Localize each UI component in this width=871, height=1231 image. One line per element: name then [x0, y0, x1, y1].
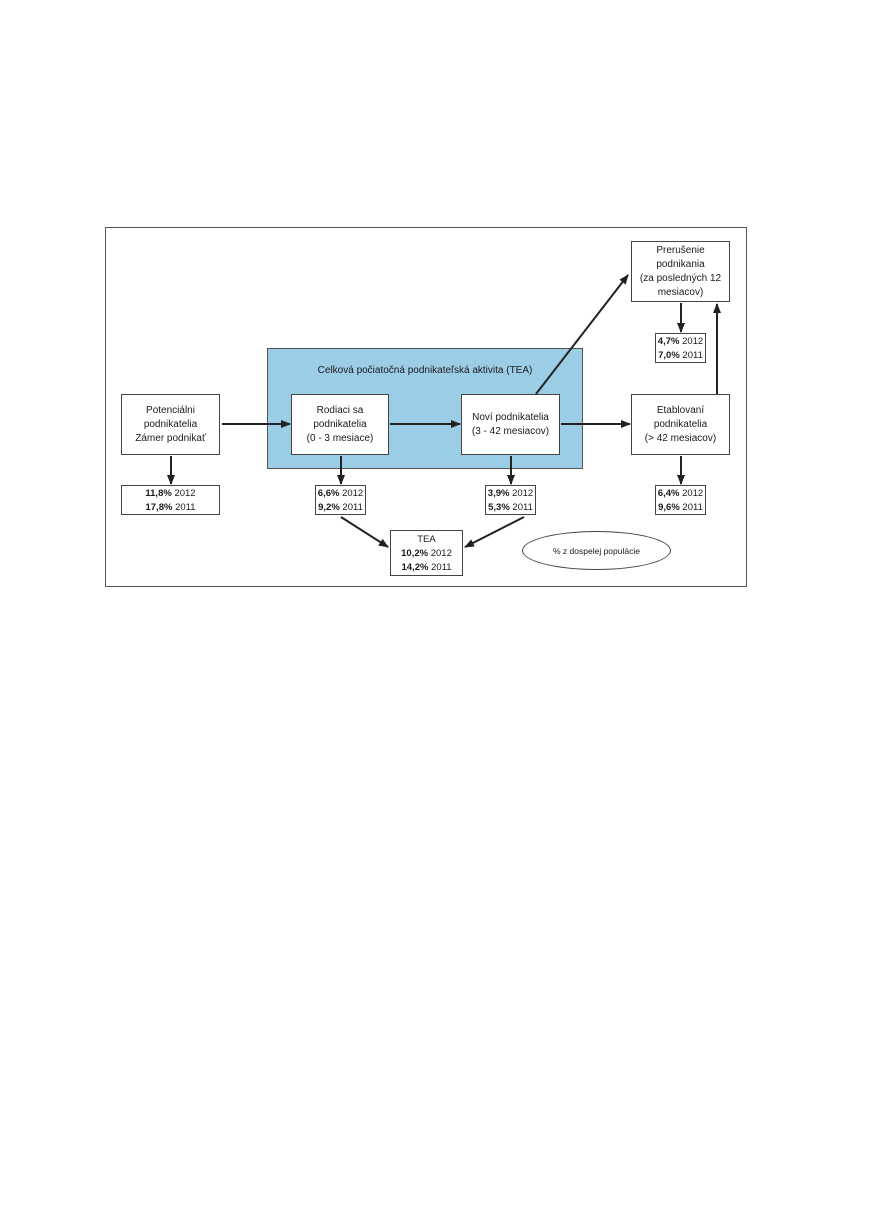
stat-row: 9,2% 2011 [316, 501, 365, 515]
stat-year: 2012 [682, 488, 704, 499]
stat-year: 2012 [174, 488, 196, 499]
stat-year: 2011 [682, 502, 703, 513]
stat-row: 4,7% 2012 [656, 335, 705, 349]
stat-row: 3,9% 2012 [486, 487, 535, 501]
stat-novi: 3,9% 2012 5,3% 2011 [485, 485, 536, 515]
node-rodiaci-line: podnikatelia [313, 418, 367, 430]
diagram-frame [105, 227, 747, 587]
stat-value: 11,8% [145, 488, 172, 499]
stat-year: 2011 [682, 350, 703, 361]
stat-value: 5,3% [488, 502, 510, 513]
stat-value: 9,6% [658, 502, 680, 513]
stat-value: 4,7% [657, 336, 680, 347]
stat-rodiaci: 6,6% 2012 9,2% 2011 [315, 485, 366, 515]
stat-row: 9,6% 2011 [656, 501, 705, 515]
node-etablovani-line: podnikatelia [653, 418, 708, 430]
legend-oval: % z dospelej populácie [522, 531, 671, 570]
stat-value: 14,2% [401, 562, 429, 573]
stat-year: 2012 [682, 336, 704, 347]
node-rodiaci: Rodiaci sa podnikatelia (0 - 3 mesiace) [291, 394, 389, 455]
node-rodiaci-line: Rodiaci sa [316, 404, 364, 416]
stat-etablovani: 6,4% 2012 9,6% 2011 [655, 485, 706, 515]
node-etablovani-line: Etablovaní [656, 404, 705, 416]
stat-year: 2011 [431, 562, 452, 573]
stat-year: 2012 [430, 548, 452, 559]
node-rodiaci-line: (0 - 3 mesiace) [306, 432, 374, 444]
stat-value: 10,2% [401, 548, 429, 559]
stat-row: 11,8% 2012 [122, 487, 219, 501]
node-prerusenie-line: mesiacov) [657, 286, 704, 298]
stat-row: 10,2% 2012 [391, 547, 462, 561]
node-etablovani: Etablovaní podnikatelia (> 42 mesiacov) [631, 394, 730, 455]
stat-value: 6,6% [317, 488, 340, 499]
stat-row: 6,6% 2012 [316, 487, 365, 501]
stat-row: 14,2% 2011 [391, 561, 462, 575]
node-novi-line: (3 - 42 mesiacov) [471, 425, 550, 437]
legend-label: % z dospelej populácie [553, 545, 640, 556]
stat-year: 2012 [512, 488, 534, 499]
node-novi-line: Noví podnikatelia [472, 411, 549, 423]
stat-value: 3,9% [487, 488, 510, 499]
node-prerusenie: Prerušenie podnikania (za posledných 12 … [631, 241, 730, 302]
stat-prerusenie: 4,7% 2012 7,0% 2011 [655, 333, 706, 363]
node-potencialni: Potenciálni podnikatelia Zámer podnikať [121, 394, 220, 455]
stat-value: 9,2% [318, 502, 340, 513]
node-novi: Noví podnikatelia (3 - 42 mesiacov) [461, 394, 560, 455]
stat-row: 5,3% 2011 [486, 501, 535, 515]
node-potencialni-line: Zámer podnikať [135, 432, 206, 444]
tea-zone-title: Celková počiatočná podnikateľská aktivit… [317, 365, 533, 376]
stat-row: 17,8% 2011 [122, 501, 219, 515]
stat-tea: TEA 10,2% 2012 14,2% 2011 [390, 530, 463, 576]
node-potencialni-line: Potenciálni [146, 404, 195, 416]
stat-value: 17,8% [145, 502, 173, 513]
node-prerusenie-line: podnikania [656, 258, 705, 270]
stat-year: 2011 [512, 502, 533, 513]
stat-tea-title: TEA [417, 534, 436, 545]
node-prerusenie-line: Prerušenie [656, 244, 705, 256]
stat-value: 6,4% [657, 488, 680, 499]
stat-year: 2012 [342, 488, 364, 499]
stat-row: 7,0% 2011 [656, 349, 705, 363]
node-potencialni-line: podnikatelia [143, 418, 198, 430]
node-prerusenie-line: (za posledných 12 [639, 272, 722, 284]
stat-year: 2011 [342, 502, 363, 513]
node-etablovani-line: (> 42 mesiacov) [644, 432, 717, 444]
stat-potencialni: 11,8% 2012 17,8% 2011 [121, 485, 220, 515]
stat-value: 7,0% [658, 350, 680, 361]
stat-year: 2011 [175, 502, 196, 513]
stat-row: 6,4% 2012 [656, 487, 705, 501]
